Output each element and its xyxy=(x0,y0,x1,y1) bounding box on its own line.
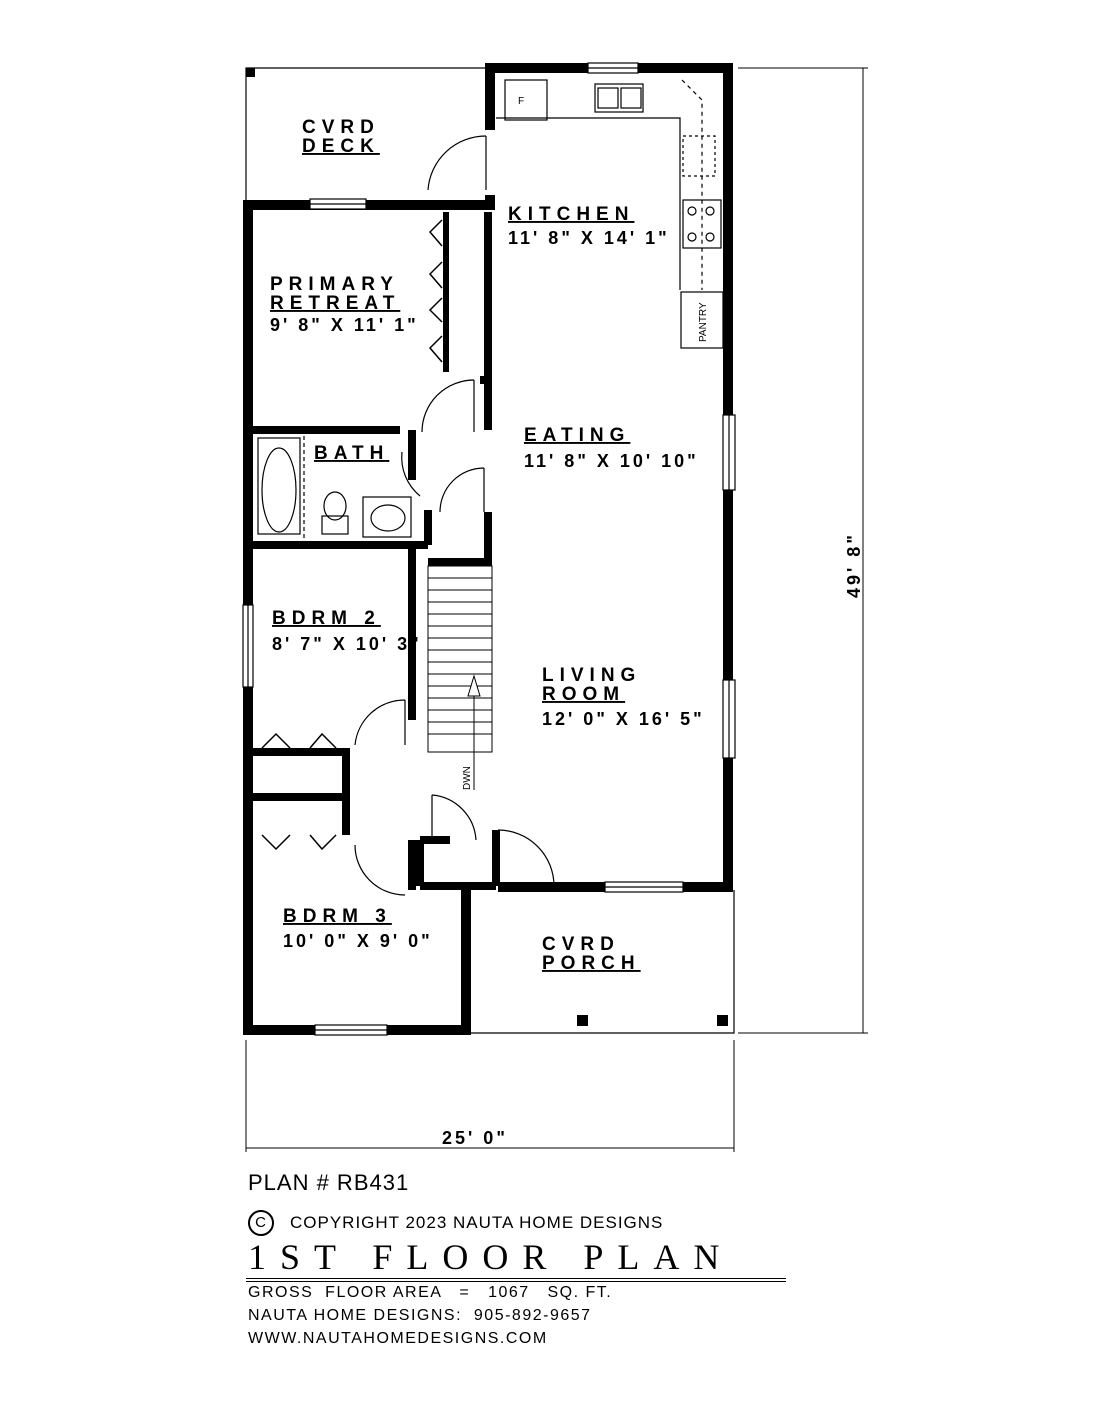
eating-size: 11' 8" X 10' 10" xyxy=(524,451,699,471)
kitchen-size: 11' 8" X 14' 1" xyxy=(508,228,670,248)
overall-width-dimension: 25' 0" xyxy=(442,1128,508,1148)
copyright-text: COPYRIGHT 2023 NAUTA HOME DESIGNS xyxy=(290,1213,664,1232)
eating-label: EATING xyxy=(524,425,630,446)
copyright-icon: C xyxy=(248,1210,274,1236)
covered-porch-outline xyxy=(466,890,735,1034)
dimension-lines xyxy=(245,67,868,1152)
website: WWW.NAUTAHOMEDESIGNS.COM xyxy=(248,1330,548,1347)
overall-height-dimension: 49' 8" xyxy=(844,532,864,598)
kitchen-fixtures xyxy=(496,79,724,349)
stairs xyxy=(427,565,493,790)
stairs-down-label: DWN xyxy=(462,766,473,790)
deck-label: CVRD xyxy=(302,117,380,138)
windows xyxy=(242,62,736,1036)
closet-doors xyxy=(261,212,449,851)
porch-label: PORCH xyxy=(542,953,641,974)
primary-label: PRIMARY xyxy=(270,274,399,295)
bdrm3-label: BDRM 3 xyxy=(283,906,392,927)
porch-post xyxy=(717,1015,728,1026)
porch-label: CVRD xyxy=(542,934,620,955)
copyright-line: C COPYRIGHT 2023 NAUTA HOME DESIGNS xyxy=(248,1210,663,1236)
plan-number: PLAN # RB431 xyxy=(248,1170,410,1195)
bdrm2-label: BDRM 2 xyxy=(272,608,381,629)
fridge-label: F xyxy=(518,96,524,107)
bdrm2-size: 8' 7" X 10' 3" xyxy=(272,634,422,654)
interior-walls xyxy=(252,212,500,890)
porch-post xyxy=(577,1015,588,1026)
kitchen-label: KITCHEN xyxy=(508,204,634,225)
plan-title: 1ST FLOOR PLAN xyxy=(248,1237,734,1277)
deck-post xyxy=(246,68,255,77)
bath-fixtures xyxy=(257,436,412,540)
pantry-label: PANTRY xyxy=(698,302,709,342)
primary-label: RETREAT xyxy=(270,293,400,314)
bath-label: BATH xyxy=(314,443,389,464)
bdrm3-size: 10' 0" X 9' 0" xyxy=(283,931,433,951)
living-label: LIVING xyxy=(542,665,641,686)
title-divider xyxy=(246,1278,786,1282)
deck-label: DECK xyxy=(302,136,380,157)
living-size: 12' 0" X 16' 5" xyxy=(542,709,705,729)
gross-floor-area: GROSS FLOOR AREA = 1067 SQ. FT. xyxy=(248,1284,613,1301)
primary-size: 9' 8" X 11' 1" xyxy=(270,315,419,335)
doors xyxy=(354,135,555,896)
contact-phone: NAUTA HOME DESIGNS: 905-892-9657 xyxy=(248,1307,592,1324)
living-label: ROOM xyxy=(542,684,625,705)
